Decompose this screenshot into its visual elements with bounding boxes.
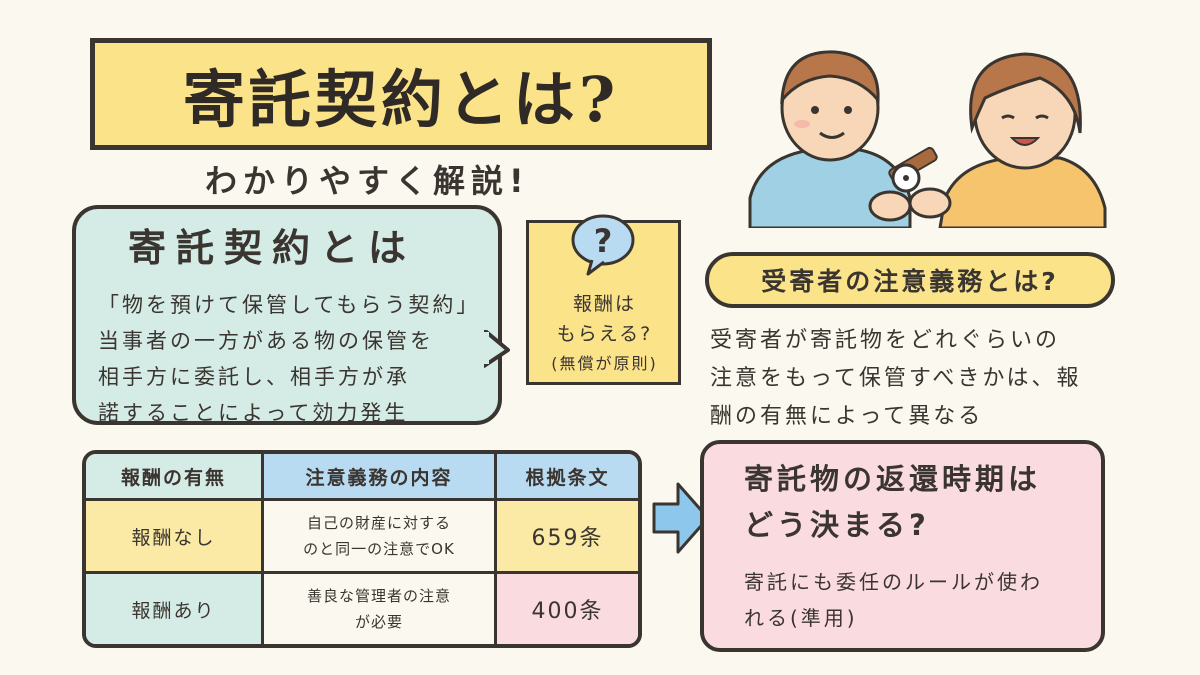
return-line: れる(準用) [744,606,858,630]
note-line: (無償が原則) [551,354,658,373]
return-time-box: 寄託物の返還時期は どう決まる? 寄託にも委任のルールが使わ れる(準用) [700,440,1105,652]
duty-line: 注意をもって保管すべきかは、報 [710,366,1082,391]
content-line: のと同一の注意でOK [303,540,455,558]
return-line: 寄託にも委任のルールが使わ [744,570,1043,594]
definition-heading: 寄託契約とは [128,226,417,270]
definition-line: 相手方に委託し、相手方が承 [98,365,410,389]
content-line: 自己の財産に対する [306,514,451,532]
row-article: 659条 [497,501,638,574]
page-subtitle: わかりやすく解説! [205,162,530,200]
return-heading-line: 寄託物の返還時期は [744,462,1042,496]
page-title: 寄託契約とは? [182,63,620,136]
right-arrow-icon [652,482,710,554]
bubble-tail [484,330,510,368]
row-label: 報酬あり [86,574,264,644]
return-text: 寄託にも委任のルールが使わ れる(準用) [744,564,1043,636]
note-line: もらえる? [556,323,653,345]
header-article: 根拠条文 [497,454,638,501]
table-row: 報酬なし 自己の財産に対する のと同一の注意でOK 659条 [86,501,638,574]
note-text: 報酬は もらえる? (無償が原則) [537,289,672,379]
question-bubble-icon: ? [571,214,635,276]
table-row: 報酬あり 善良な管理者の注意 が必要 400条 [86,574,638,644]
note-line: 報酬は [572,293,636,315]
table-header-row: 報酬の有無 注意義務の内容 根拠条文 [86,454,638,501]
return-heading-line: どう決まる? [744,508,930,542]
return-heading: 寄託物の返還時期は どう決まる? [744,456,1041,548]
row-label: 報酬なし [86,501,264,574]
definition-line: 「物を預けて保管してもらう契約」 [98,293,481,317]
header-duty: 注意義務の内容 [264,454,497,501]
definition-line: 当事者の一方がある物の保管を [98,329,434,353]
duty-line: 酬の有無によって異なる [710,404,984,429]
duty-line: 受寄者が寄託物をどれぐらいの [710,328,1061,353]
svg-text:?: ? [594,222,613,260]
definition-text: 「物を預けて保管してもらう契約」 当事者の一方がある物の保管を 相手方に委託し、… [98,287,480,431]
people-handover-illustration [748,50,1107,228]
row-content: 自己の財産に対する のと同一の注意でOK [264,501,497,574]
row-content: 善良な管理者の注意 が必要 [264,574,497,644]
content-line: が必要 [354,613,403,631]
content-line: 善良な管理者の注意 [306,587,451,605]
row-article: 400条 [497,574,638,644]
header-reward: 報酬の有無 [86,454,264,501]
title-banner: 寄託契約とは? [90,38,712,150]
duty-heading: 受寄者の注意義務とは? [705,252,1115,308]
definition-bubble: 寄託契約とは 「物を預けて保管してもらう契約」 当事者の一方がある物の保管を 相… [72,205,502,425]
definition-line: 諾することによって効力発生 [98,401,409,425]
duty-text: 受寄者が寄託物をどれぐらいの 注意をもって保管すべきかは、報 酬の有無によって異… [710,322,1081,436]
duty-table: 報酬の有無 注意義務の内容 根拠条文 報酬なし 自己の財産に対する のと同一の注… [82,450,642,648]
